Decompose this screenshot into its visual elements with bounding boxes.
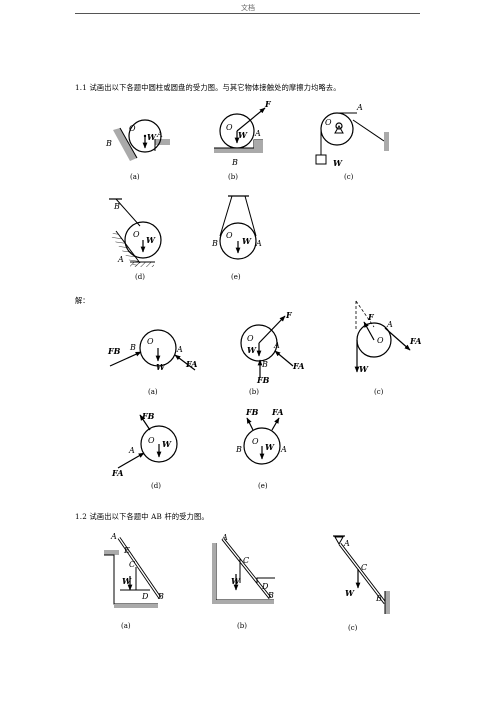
solution-label: 解： bbox=[75, 296, 90, 305]
figure-1-1-b: O W A F B (b) bbox=[214, 99, 272, 181]
label-FB: FB bbox=[256, 375, 270, 385]
label-W: W bbox=[162, 439, 172, 449]
label-FB: FB bbox=[245, 407, 259, 417]
label-B: B bbox=[105, 139, 112, 148]
label-FA: FA bbox=[409, 336, 421, 346]
caption-1-2-b: (b) bbox=[237, 622, 247, 630]
figure-1-1-c: O A W (c) bbox=[315, 103, 389, 181]
solution-figure-d: O W A FB FA (d) bbox=[111, 411, 178, 490]
label-W: W bbox=[156, 362, 166, 372]
label-O: O bbox=[247, 334, 254, 343]
header-rule bbox=[75, 13, 420, 14]
label-O: O bbox=[147, 337, 154, 346]
solution-figure-b: O W A B F FB FA (b) bbox=[240, 310, 304, 396]
caption-1-1-a: (a) bbox=[130, 173, 140, 181]
label-A: A bbox=[356, 103, 363, 112]
label-FA: FA bbox=[185, 359, 197, 369]
figure-1-2-a: A E C W D B (a) bbox=[104, 532, 164, 630]
label-F: F bbox=[264, 99, 272, 109]
label-O: O bbox=[133, 230, 140, 239]
label-W: W bbox=[345, 588, 355, 598]
label-W: W bbox=[122, 576, 132, 586]
caption-1-1-e: (e) bbox=[231, 273, 241, 281]
label-FA: FA bbox=[292, 361, 304, 371]
label-B: B bbox=[235, 445, 242, 454]
label-O: O bbox=[129, 124, 136, 133]
label-A: A bbox=[254, 129, 261, 138]
label-A: A bbox=[128, 446, 135, 455]
label-A: A bbox=[280, 445, 287, 454]
caption-solution-a: (a) bbox=[148, 388, 158, 396]
label-B: B bbox=[113, 202, 120, 211]
label-C: C bbox=[243, 556, 249, 565]
caption-1-1-d: (d) bbox=[135, 273, 145, 281]
label-A: A bbox=[386, 320, 393, 329]
label-B: B bbox=[231, 158, 238, 167]
label-A: A bbox=[176, 345, 183, 354]
label-A: A bbox=[156, 130, 163, 139]
label-A: A bbox=[255, 239, 262, 248]
problem-1-2-text: 1.2 试画出以下各题中 AB 杆的受力图。 bbox=[75, 512, 209, 521]
figure-1-1-e: O W B A (e) bbox=[211, 195, 262, 281]
caption-solution-b: (b) bbox=[249, 388, 259, 396]
label-W: W bbox=[238, 130, 248, 140]
label-B: B bbox=[211, 239, 218, 248]
caption-solution-d: (d) bbox=[151, 482, 161, 490]
label-A: A bbox=[110, 532, 117, 541]
figure-1-2-b: A C W D B (b) bbox=[212, 533, 275, 630]
label-W: W bbox=[231, 576, 241, 586]
label-B: B bbox=[267, 591, 274, 600]
caption-1-1-b: (b) bbox=[228, 173, 238, 181]
solution-figure-c: O F A FA W (c) bbox=[354, 300, 421, 396]
label-F: F bbox=[367, 312, 375, 322]
label-E: E bbox=[123, 546, 130, 555]
label-D: D bbox=[141, 592, 149, 601]
problem-1-1-text: 1.1 试画出以下各题中圆柱或圆盘的受力图。与其它物体接触处的摩擦力均略去。 bbox=[75, 83, 341, 92]
label-O: O bbox=[226, 123, 233, 132]
label-B: B bbox=[261, 360, 268, 369]
label-FB: FB bbox=[141, 411, 155, 421]
figure-1-1-a: O W A B (a) bbox=[105, 119, 170, 181]
label-A: A bbox=[221, 533, 228, 542]
page-header: 文档 bbox=[241, 4, 255, 12]
caption-solution-c: (c) bbox=[374, 388, 384, 396]
label-W: W bbox=[265, 442, 275, 452]
label-A: A bbox=[273, 341, 280, 350]
label-O: O bbox=[252, 437, 259, 446]
label-FB: FB bbox=[107, 346, 121, 356]
label-B: B bbox=[157, 592, 164, 601]
figure-1-1-d: B O W A (d) bbox=[109, 198, 162, 281]
label-B: B bbox=[375, 594, 382, 603]
label-O: O bbox=[148, 436, 155, 445]
label-C: C bbox=[361, 563, 367, 572]
figure-1-2-c: A C W B (c) bbox=[333, 535, 390, 632]
label-F: F bbox=[285, 310, 293, 320]
label-W: W bbox=[333, 158, 343, 168]
label-C: C bbox=[129, 560, 135, 569]
caption-1-2-c: (c) bbox=[348, 624, 358, 632]
caption-1-2-a: (a) bbox=[121, 622, 131, 630]
label-W: W bbox=[359, 364, 369, 374]
label-D: D bbox=[261, 582, 269, 591]
label-FA: FA bbox=[271, 407, 283, 417]
caption-solution-e: (e) bbox=[258, 482, 268, 490]
solution-figure-a: O W B A FB FA (a) bbox=[107, 329, 197, 396]
label-O: O bbox=[226, 231, 233, 240]
label-O: O bbox=[325, 118, 332, 127]
label-W: W bbox=[247, 345, 257, 355]
label-B: B bbox=[129, 343, 136, 352]
label-W: W bbox=[242, 236, 252, 246]
solution-figure-e: O W B A FB FA (e) bbox=[235, 407, 287, 490]
label-W: W bbox=[146, 235, 156, 245]
label-A: A bbox=[343, 539, 350, 548]
caption-1-1-c: (c) bbox=[344, 173, 354, 181]
label-FA: FA bbox=[111, 468, 123, 478]
label-O: O bbox=[377, 336, 384, 345]
label-W: W bbox=[147, 132, 157, 142]
label-A: A bbox=[117, 255, 124, 264]
